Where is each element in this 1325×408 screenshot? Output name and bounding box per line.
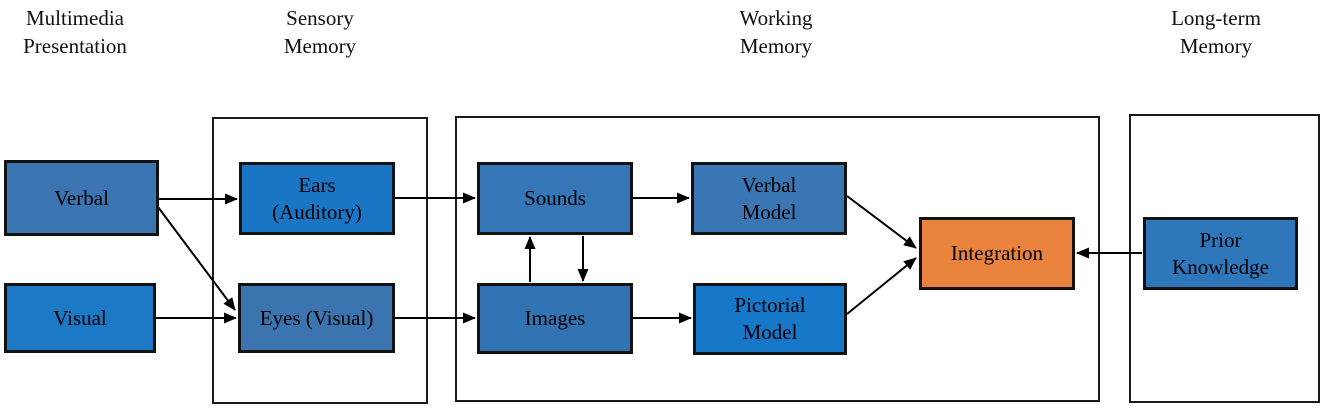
- container-working-memory: [455, 116, 1100, 402]
- box-sounds: Sounds: [477, 162, 633, 235]
- label-multimedia-presentation: Multimedia Presentation: [23, 6, 127, 58]
- container-long-term-memory: [1129, 114, 1320, 403]
- box-prior-knowledge: Prior Knowledge: [1143, 217, 1298, 290]
- box-pictorial-model: Pictorial Model: [693, 283, 847, 355]
- box-integration: Integration: [919, 217, 1075, 290]
- box-visual: Visual: [4, 283, 156, 353]
- label-working-memory: Working Memory: [739, 6, 813, 58]
- label-long-term-memory: Long-term Memory: [1171, 6, 1261, 58]
- box-verbal-model: Verbal Model: [691, 162, 847, 235]
- box-images: Images: [477, 283, 633, 354]
- box-verbal: Verbal: [4, 160, 159, 236]
- container-sensory-memory: [212, 117, 428, 404]
- box-eyes: Eyes (Visual): [238, 283, 395, 353]
- box-ears: Ears (Auditory): [239, 162, 395, 235]
- label-sensory-memory: Sensory Memory: [283, 6, 357, 58]
